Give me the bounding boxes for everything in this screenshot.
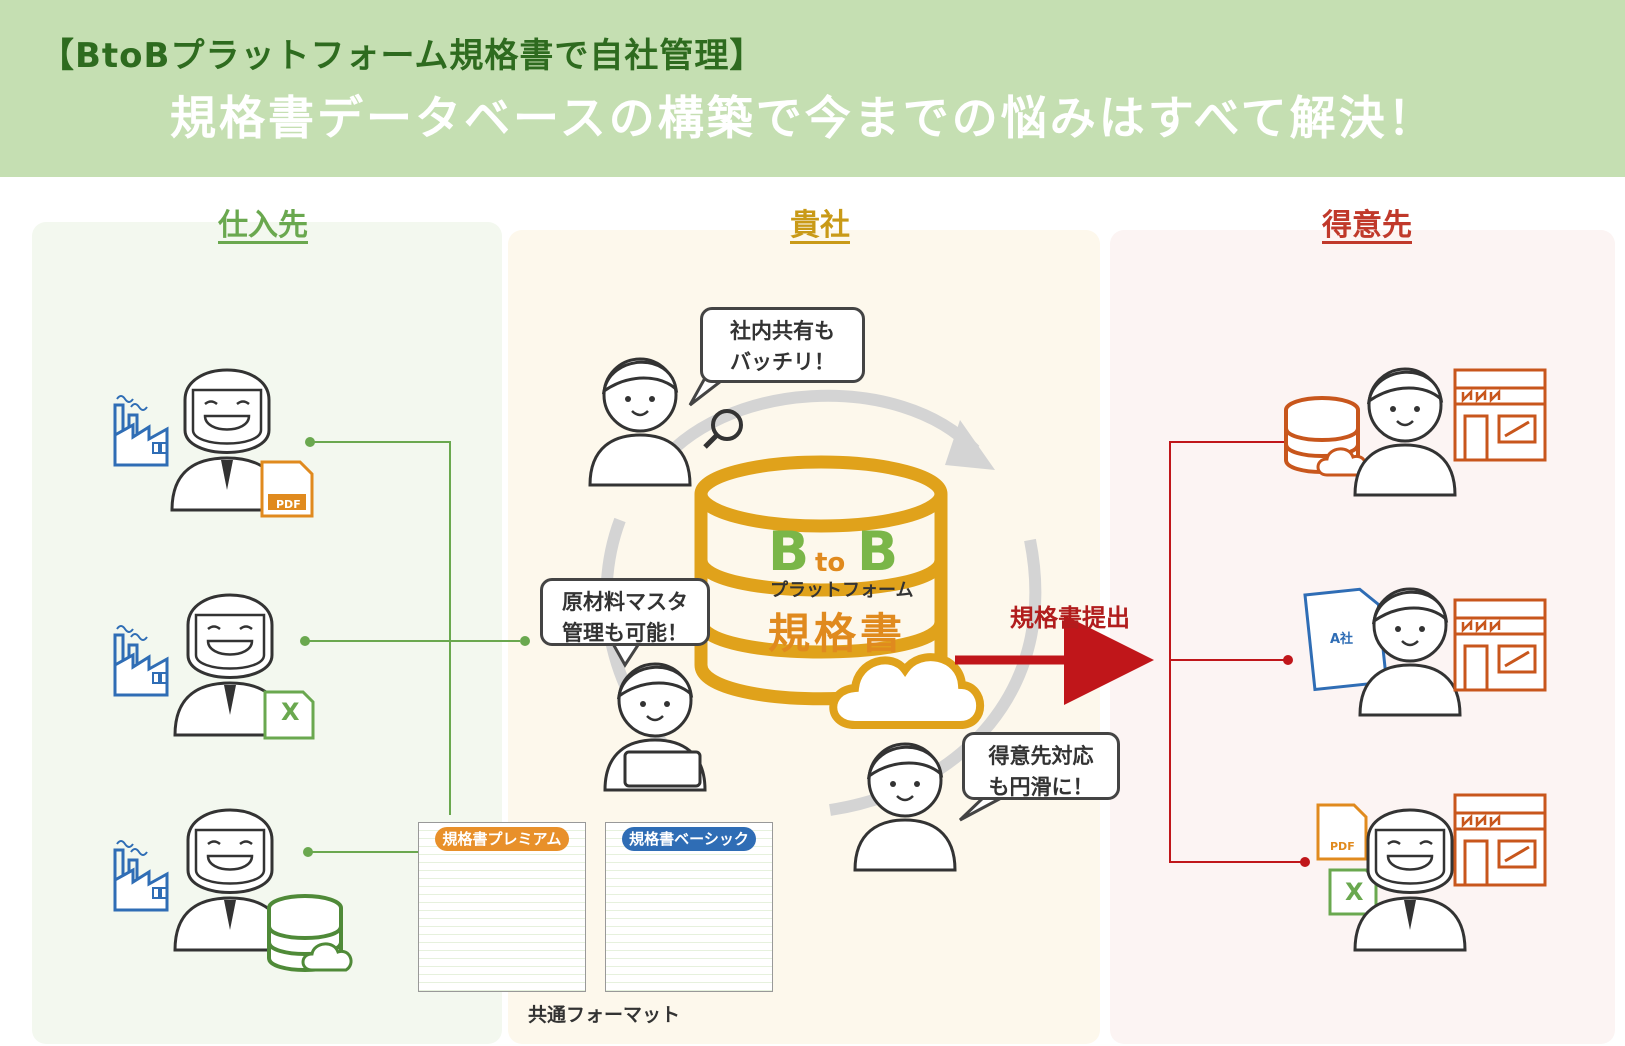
- header-banner: 【BtoBプラットフォーム規格書で自社管理】 規格書データベースの構築で今までの…: [0, 0, 1625, 177]
- common-format-label: 共通フォーマット: [528, 1004, 681, 1026]
- supplier-1: [113, 368, 314, 518]
- bubble-sharing-line2: バッチリ！: [730, 350, 835, 374]
- premium-format-title: 規格書プレミアム: [435, 827, 569, 851]
- pdf-label-customer: PDF: [1330, 840, 1355, 853]
- supplier-connectors: [305, 441, 520, 853]
- customer-connectors: [1169, 441, 1310, 863]
- logo-platform: プラットフォーム: [770, 580, 914, 601]
- bubble-master-line1: 原材料マスタ: [562, 590, 688, 614]
- logo-kikaku: 規格書: [768, 609, 907, 658]
- premium-format-sheet: 規格書プレミアム: [418, 822, 586, 992]
- logo-to: to: [815, 548, 846, 578]
- connector-dot: [303, 847, 313, 857]
- connector-dot: [520, 636, 530, 646]
- basic-format-sheet: 規格書ベーシック: [605, 822, 773, 992]
- excel-label-customer: X: [1345, 878, 1364, 906]
- bubble-customer-line1: 得意先対応: [988, 744, 1094, 768]
- bubble-sharing: 社内共有も バッチリ！: [700, 307, 865, 383]
- customer-column-title: 得意先: [1322, 208, 1412, 243]
- bubble-master-line2: 管理も可能！: [562, 621, 688, 645]
- basic-format-title: 規格書ベーシック: [622, 827, 756, 851]
- customer-2: [1303, 587, 1547, 717]
- submit-label: 規格書提出: [1010, 604, 1130, 632]
- connector-dot: [305, 437, 315, 447]
- pdf-label: PDF: [276, 498, 301, 511]
- customer-1: [1284, 367, 1547, 497]
- laptop-icon: [623, 750, 702, 788]
- logo-letter-b2: B: [857, 520, 899, 583]
- magnifier-icon: [703, 409, 743, 449]
- supplier-3: [113, 808, 353, 972]
- bubble-customer-line2: も円滑に！: [988, 775, 1094, 799]
- bubble-master: 原材料マスタ 管理も可能！: [540, 578, 710, 646]
- supplier-2: [113, 593, 315, 740]
- central-cloud: [829, 653, 985, 729]
- bubble-customer: 得意先対応 も円滑に！: [962, 732, 1120, 800]
- header-subtitle: 【BtoBプラットフォーム規格書で自社管理】: [40, 36, 765, 76]
- logo-letter-b1: B: [768, 520, 810, 583]
- own-company-column-title: 貴社: [790, 208, 850, 243]
- bubble-sharing-line1: 社内共有も: [730, 319, 835, 343]
- connector-dot: [300, 636, 310, 646]
- staff-1: [588, 357, 692, 487]
- excel-label: X: [281, 698, 300, 726]
- company-a-label: A社: [1330, 632, 1354, 647]
- header-title: 規格書データベースの構築で今までの悩みはすべて解決！: [170, 91, 1437, 145]
- supplier-column-title: 仕入先: [218, 208, 308, 243]
- customer-3: [1316, 793, 1547, 952]
